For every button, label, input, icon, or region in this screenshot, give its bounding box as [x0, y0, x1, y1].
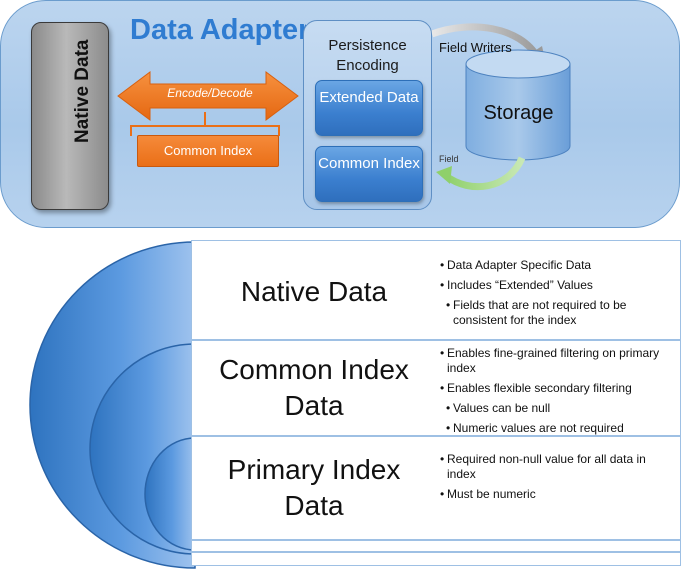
field-return-arrow [443, 156, 526, 191]
field-writers-label: Field Writers [439, 40, 512, 55]
native-data-bullets: Data Adapter Specific Data Includes “Ext… [440, 258, 670, 333]
bullet-item: Enables flexible secondary filtering [440, 381, 670, 396]
storage-label: Storage [483, 102, 554, 124]
primary-index-bullets: Required non-null value for all data in … [440, 452, 670, 507]
sub-bullet-item: Fields that are not required to be consi… [446, 298, 670, 328]
storage-cylinder [465, 49, 571, 161]
bullet-item: Must be numeric [440, 487, 670, 502]
encode-decode-arrow [117, 23, 571, 191]
bracket-connector [130, 112, 280, 136]
persistence-encoding-label: Persistence Encoding [328, 37, 407, 74]
common-index-label: Common Index [163, 143, 253, 158]
field-writers-arrow [430, 23, 542, 60]
row-spacer-2 [191, 552, 681, 566]
field-label: Field [439, 154, 459, 164]
native-data-box [31, 22, 109, 210]
encode-decode-label: Encode/Decode [167, 86, 253, 100]
sub-bullet-item: Numeric values are not required [446, 421, 670, 436]
common-index-bullets: Enables fine-grained filtering on primar… [440, 346, 670, 441]
common-index-heading: Common Index Data [219, 354, 409, 421]
extended-data-label: Extended Data [319, 89, 419, 106]
native-data-heading: Native Data [240, 276, 388, 307]
inner-arc [144, 437, 196, 551]
nested-arcs-graphic [29, 241, 196, 569]
bullet-item: Includes “Extended” Values [440, 278, 670, 293]
bullet-item: Required non-null value for all data in … [440, 452, 670, 482]
double-arrow-shape [117, 71, 299, 121]
primary-index-heading: Primary Index Data [227, 454, 401, 521]
common-index-data-label: Common Index [318, 155, 420, 172]
bullet-item: Data Adapter Specific Data [440, 258, 670, 273]
bullet-item: Enables fine-grained filtering on primar… [440, 346, 670, 376]
common-index-box [137, 135, 279, 167]
common-index-data-box [315, 146, 423, 202]
extended-data-box [315, 80, 423, 136]
data-adapter-title: Data Adapter [130, 14, 306, 46]
sub-bullet-item: Values can be null [446, 401, 670, 416]
row-spacer-1 [191, 540, 681, 552]
